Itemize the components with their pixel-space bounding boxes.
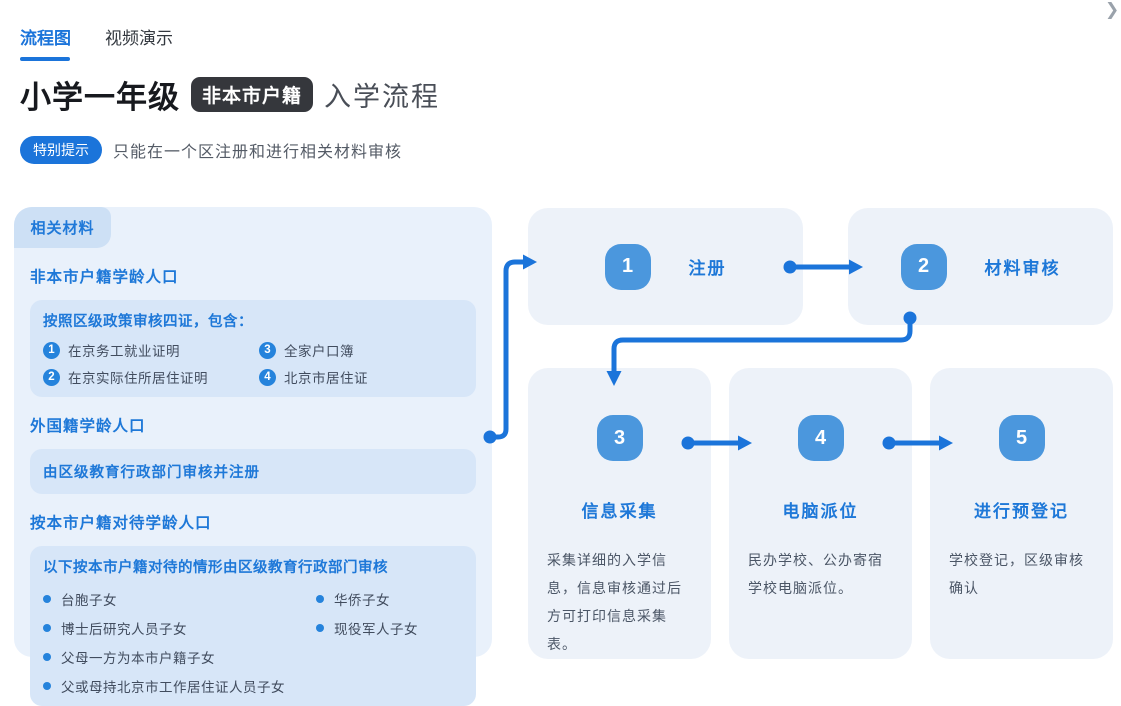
step-label: 电脑派位 — [782, 502, 859, 521]
box-title-four-certs: 按照区级政策审核四证，包含： — [43, 314, 253, 330]
section-heading-foreign: 外国籍学龄人口 — [30, 418, 146, 435]
step-label: 材料审核 — [984, 259, 1061, 278]
list-item-label: 北京市居住证 — [284, 371, 368, 386]
flow-step-material-review: 2 材料审核 — [848, 208, 1113, 325]
tab-bar: 流程图 视频演示 — [20, 24, 173, 61]
tab-flowchart[interactable]: 流程图 — [20, 24, 71, 61]
materials-panel-tab: 相关材料 — [14, 207, 111, 248]
step-label: 进行预登记 — [974, 502, 1069, 521]
number-badge: 1 — [43, 341, 60, 359]
flow-step-computer-allocation: 4 电脑派位 民办学校、公办寄宿学校电脑派位。 — [729, 368, 912, 659]
list-item-label: 全家户口簿 — [284, 344, 354, 359]
list-item: 华侨子女 — [316, 589, 463, 609]
list-item: 3 全家户口簿 — [259, 340, 463, 360]
list-item-label: 在京务工就业证明 — [68, 344, 180, 359]
connector-panel-to-step1 — [487, 259, 526, 440]
materials-panel-body: 非本市户籍学龄人口 按照区级政策审核四证，包含： 1 在京务工就业证明 3 全家… — [14, 265, 492, 706]
step-description: 采集详细的入学信息，信息审核通过后方可打印信息采集表。 — [547, 552, 682, 652]
step-label: 信息采集 — [581, 502, 658, 521]
number-badge: 4 — [259, 368, 276, 386]
bullet-dot-icon — [43, 682, 51, 690]
list-item-label: 博士后研究人员子女 — [61, 622, 187, 637]
list-item: 父或母持北京市工作居住证人员子女 — [43, 676, 316, 696]
box-title-treated-as-local: 以下按本市户籍对待的情形由区级教育行政部门审核 — [43, 560, 388, 576]
section-box-nonlocal: 按照区级政策审核四证，包含： 1 在京务工就业证明 3 全家户口簿 2 在京实际… — [30, 300, 476, 397]
materials-panel: 相关材料 非本市户籍学龄人口 按照区级政策审核四证，包含： 1 在京务工就业证明… — [14, 207, 492, 706]
list-item-label: 现役军人子女 — [334, 622, 418, 637]
step-number-badge: 4 — [797, 415, 844, 461]
list-item: 台胞子女 — [43, 589, 316, 609]
bullet-dot-icon — [43, 653, 51, 661]
flow-step-register: 1 注册 — [528, 208, 803, 325]
special-notice: 特别提示 只能在一个区注册和进行相关材料审核 — [20, 136, 402, 164]
page: { "header": { "tabs": [ { "label": "流程图"… — [14, 0, 1120, 706]
tab-video-demo[interactable]: 视频演示 — [105, 29, 173, 48]
list-item-label: 父或母持北京市工作居住证人员子女 — [61, 680, 285, 695]
bullet-column-1: 台胞子女 博士后研究人员子女 父母一方为本市户籍子女 父或母持北京市工作居住证人… — [43, 580, 316, 696]
number-badge: 2 — [43, 368, 60, 386]
flow-step-info-collection: 3 信息采集 采集详细的入学信息，信息审核通过后方可打印信息采集表。 — [528, 368, 711, 659]
bullet-column-2: 华侨子女 现役军人子女 — [316, 580, 463, 696]
notice-text: 只能在一个区注册和进行相关材料审核 — [113, 144, 403, 161]
step-number-badge: 1 — [604, 243, 651, 290]
number-badge: 3 — [259, 341, 276, 359]
four-certs-grid: 1 在京务工就业证明 3 全家户口簿 2 在京实际住所居住证明 4 北京市居住证 — [43, 340, 463, 387]
title-grade: 小学一年级 — [20, 80, 180, 115]
list-item: 父母一方为本市户籍子女 — [43, 647, 316, 667]
page-title: 小学一年级 非本市户籍 入学流程 — [20, 72, 440, 117]
list-item: 现役军人子女 — [316, 618, 463, 638]
treated-as-local-list: 台胞子女 博士后研究人员子女 父母一方为本市户籍子女 父或母持北京市工作居住证人… — [43, 580, 463, 696]
list-item: 4 北京市居住证 — [259, 367, 463, 387]
title-residency-badge: 非本市户籍 — [191, 77, 314, 112]
list-item: 1 在京务工就业证明 — [43, 340, 259, 360]
section-heading-nonlocal: 非本市户籍学龄人口 — [30, 269, 179, 286]
list-item-label: 父母一方为本市户籍子女 — [61, 651, 215, 666]
section-box-treated-as-local: 以下按本市户籍对待的情形由区级教育行政部门审核 台胞子女 博士后研究人员子女 父… — [30, 546, 476, 706]
bullet-dot-icon — [43, 624, 51, 632]
list-item: 2 在京实际住所居住证明 — [43, 367, 259, 387]
step-description: 学校登记，区级审核确认 — [949, 552, 1084, 596]
bullet-dot-icon — [43, 595, 51, 603]
bullet-dot-icon — [316, 624, 324, 632]
list-item-label: 台胞子女 — [61, 593, 117, 608]
collapse-chevron-icon[interactable]: ❯ — [1105, 0, 1120, 19]
list-item-label: 华侨子女 — [334, 593, 390, 608]
flow-step-preregistration: 5 进行预登记 学校登记，区级审核确认 — [930, 368, 1113, 659]
section-box-foreign: 由区级教育行政部门审核并注册 — [30, 449, 476, 494]
list-item-label: 在京实际住所居住证明 — [68, 371, 208, 386]
step-description: 民办学校、公办寄宿学校电脑派位。 — [748, 552, 883, 596]
step-number-badge: 3 — [596, 415, 643, 461]
foreign-review-text: 由区级教育行政部门审核并注册 — [43, 465, 260, 481]
step-number-badge: 5 — [998, 415, 1045, 461]
section-heading-treated-as-local: 按本市户籍对待学龄人口 — [30, 515, 212, 532]
title-suffix: 入学流程 — [324, 82, 441, 112]
connector-step2-to-step3 — [611, 315, 913, 374]
step-label: 注册 — [688, 259, 727, 278]
list-item: 博士后研究人员子女 — [43, 618, 316, 638]
notice-pill: 特别提示 — [20, 136, 102, 164]
step-number-badge: 2 — [900, 243, 947, 290]
bullet-dot-icon — [316, 595, 324, 603]
